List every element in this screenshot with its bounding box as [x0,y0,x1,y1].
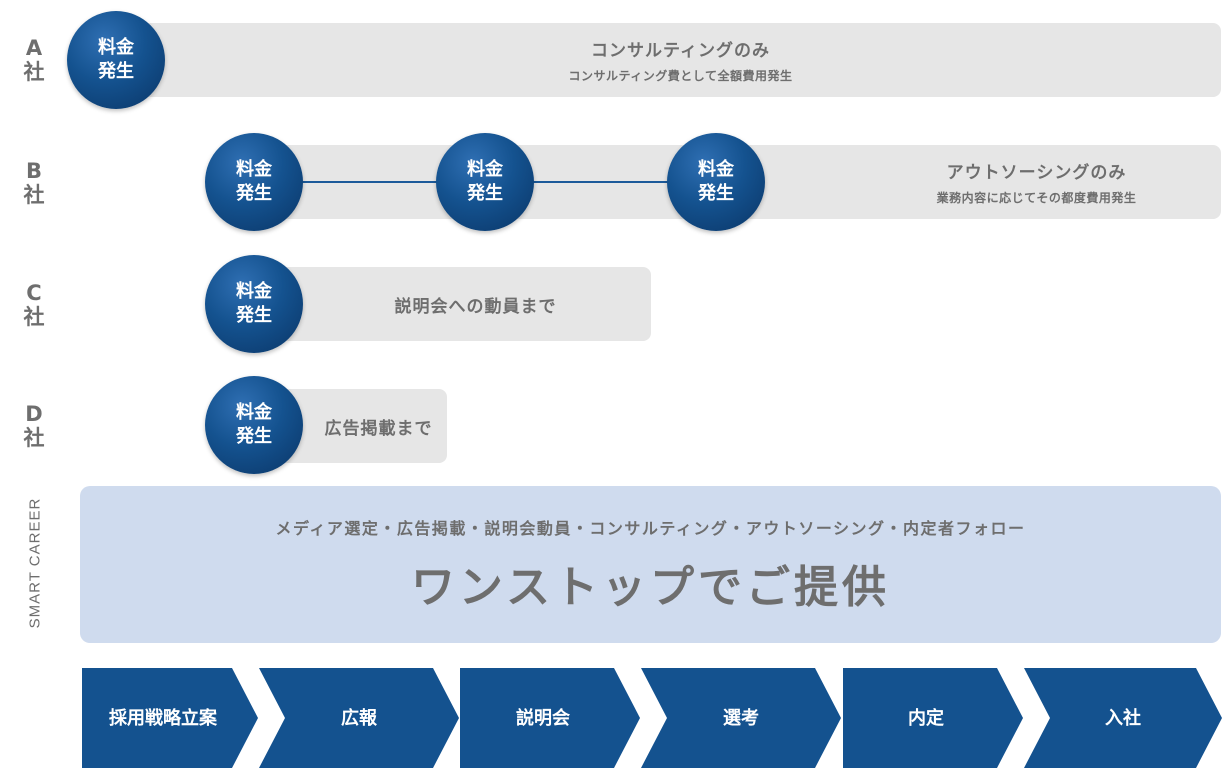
fee-coin-text: 料金 [698,159,734,180]
fee-coin-text: 料金 [236,159,272,180]
flow-step-1 [82,668,258,768]
fee-coin-text: 発生 [236,305,272,326]
flow-step-3 [460,668,640,768]
fee-coin-b3: 料金 発生 [667,133,765,231]
smart-career-headline: ワンストップでご提供 [410,561,891,613]
fee-connector [530,181,670,183]
company-letter-a: A [25,36,43,60]
company-letter-d: D [25,402,43,426]
company-a-title: コンサルティングのみ [591,41,770,61]
flow-step-5 [843,668,1023,768]
flow-step-label: 入社 [1105,707,1141,729]
company-letter-b: B [25,159,42,183]
company-label-c: C 社 [14,281,54,329]
flow-step-label: 採用戦略立案 [109,707,218,729]
company-b-title: アウトソーシングのみ [946,163,1127,183]
smart-career-panel: メディア選定・広告掲載・説明会動員・コンサルティング・アウトソーシング・内定者フ… [80,486,1221,643]
fee-coin-text: 発生 [236,183,272,204]
fee-coin-text: 料金 [98,37,134,58]
flow-step-label: 説明会 [516,707,570,729]
company-a-subtitle: コンサルティング費として全額費用発生 [568,69,793,83]
company-suffix-c: 社 [23,305,45,329]
flow-step-label: 選考 [723,707,759,729]
fee-coin-text: 料金 [236,402,272,423]
fee-coin-text: 発生 [698,183,734,204]
flow-step-6 [1024,668,1222,768]
fee-coin-text: 料金 [236,281,272,302]
company-label-b: B 社 [14,159,54,207]
company-b-subtitle: 業務内容に応じてその都度費用発生 [936,191,1137,205]
flow-step-2 [259,668,459,768]
company-letter-c: C [26,281,42,305]
fee-coin-b2: 料金 発生 [436,133,534,231]
fee-coin-text: 発生 [98,61,134,82]
fee-coin-text: 発生 [467,183,503,204]
fee-coin-text: 発生 [236,426,272,447]
company-suffix-d: 社 [23,426,45,450]
company-a-bar: コンサルティングのみ コンサルティング費として全額費用発生 [140,23,1221,97]
company-label-a: A 社 [14,36,54,84]
fee-connector [300,181,440,183]
smart-career-services: メディア選定・広告掲載・説明会動員・コンサルティング・アウトソーシング・内定者フ… [275,518,1026,538]
company-label-d: D 社 [14,402,54,450]
fee-coin-b1: 料金 発生 [205,133,303,231]
flow-step-label: 広報 [341,707,378,729]
fee-coin-text: 料金 [467,159,503,180]
fee-coin-a: 料金 発生 [67,11,165,109]
company-c-bar: 説明会への動員まで [270,267,651,341]
company-suffix-b: 社 [23,183,45,207]
company-suffix-a: 社 [23,60,45,84]
company-c-title: 説明会への動員まで [394,296,557,317]
flow-step-label: 内定 [908,707,944,729]
fee-coin-d: 料金 発生 [205,376,303,474]
company-d-title: 広告掲載まで [324,418,433,439]
flow-step-4 [641,668,841,768]
fee-coin-c: 料金 発生 [205,255,303,353]
